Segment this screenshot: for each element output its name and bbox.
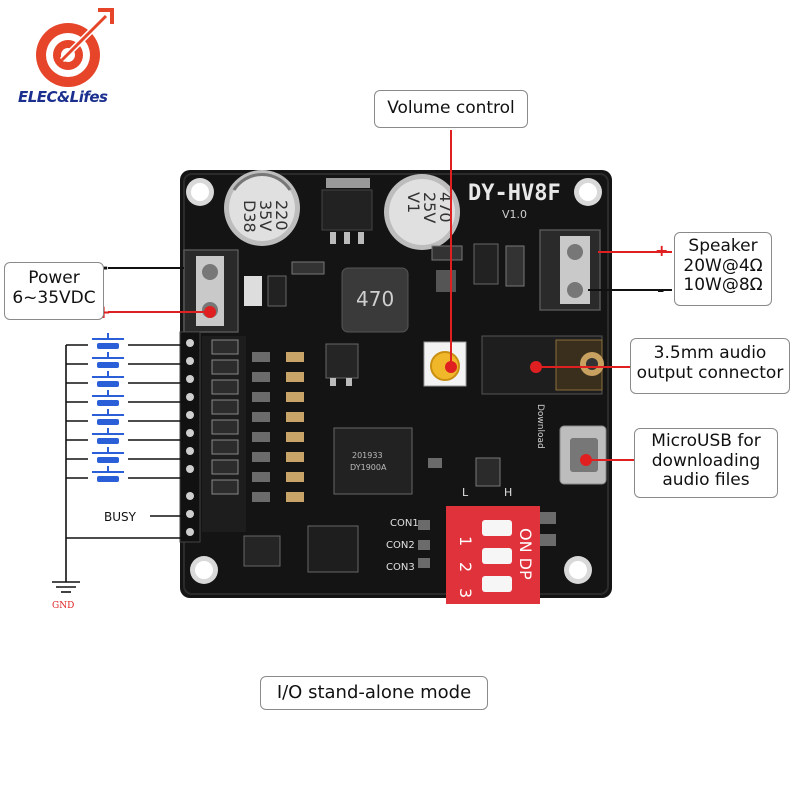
mode-label: I/O stand-alone mode (276, 682, 472, 703)
dip-switch[interactable]: 1 2 3 ON DP (446, 506, 540, 604)
power-terminal (183, 249, 239, 333)
main-chip-name: DY1900A (350, 463, 387, 472)
resistor-array (211, 339, 304, 502)
power-voltage-label: 6~35VDC (12, 287, 96, 308)
speaker-plus-sign: + (655, 241, 668, 260)
speaker-8ohm-label: 10W@8Ω (683, 275, 763, 296)
speaker-4ohm-label: 20W@4Ω (683, 255, 763, 276)
push-button (92, 428, 124, 444)
push-button (92, 333, 124, 349)
leader-lines (108, 130, 672, 466)
ground-icon (52, 581, 80, 593)
con1-label: CON1 (390, 518, 419, 529)
volume-control-label: Volume control (387, 98, 515, 118)
con3-label: CON3 (386, 562, 415, 573)
brand-name: ELEC&Lifes (18, 88, 108, 106)
dip-switch-3: 3 (456, 588, 475, 598)
audio-jack (481, 335, 604, 395)
inductor-label: 470 (356, 287, 394, 311)
dip-switch-1: 1 (456, 536, 475, 546)
cap-left-line-1: 220 (272, 200, 291, 231)
brand-logo-icon (36, 8, 114, 87)
power-minus-sign: - (100, 255, 108, 279)
capacitor-right: 470 25V V1 (384, 174, 460, 250)
regulator-chip (321, 178, 373, 244)
volume-potentiometer (423, 341, 467, 387)
smd-components (244, 243, 525, 307)
usb-download-label: Download (535, 404, 545, 449)
dip-switch-2: 2 (456, 562, 475, 572)
dip-low-label: L (462, 486, 469, 499)
push-button (92, 371, 124, 387)
inductor: 470 (341, 267, 409, 333)
speaker-terminal (539, 229, 601, 311)
dip-high-label: H (504, 486, 512, 499)
audio-output-callout: 3.5mm audio output connector (630, 338, 790, 394)
mounting-holes (186, 178, 602, 584)
board-version: V1.0 (502, 208, 527, 221)
speaker-minus-sign: - (657, 280, 664, 301)
pin-header (179, 331, 246, 543)
pcb-board: 220 35V D38 470 25V V1 DY-HV8F V1.0 (179, 170, 612, 604)
cap-left-line-2: 35V (256, 200, 275, 231)
busy-label: BUSY (104, 510, 137, 524)
volume-control-callout: Volume control (374, 90, 528, 128)
gnd-label: GND (52, 601, 74, 611)
main-chip-code: 201933 (352, 451, 383, 460)
power-label: Power (28, 268, 80, 288)
push-button (92, 390, 124, 406)
cap-left-line-3: D38 (240, 200, 259, 233)
microusb-line-2: downloading (651, 450, 761, 471)
board-model: DY-HV8F (468, 181, 561, 206)
microusb-line-3: audio files (662, 470, 750, 491)
microusb-line-1: MicroUSB for (651, 431, 761, 451)
io-wiring (65, 344, 186, 582)
dip-on-label: ON DP (516, 528, 535, 580)
speaker-label: Speaker (688, 236, 758, 256)
cap-right-line-2: 25V (420, 192, 439, 223)
push-button (92, 409, 124, 425)
capacitor-left: 220 35V D38 (224, 170, 300, 246)
main-chip: 201933 DY1900A (333, 427, 413, 495)
power-callout: Power 6~35VDC (4, 262, 104, 320)
microusb-callout: MicroUSB for downloading audio files (634, 428, 778, 498)
con2-label: CON2 (386, 540, 415, 551)
bottom-components (243, 457, 556, 573)
transistor (325, 343, 359, 386)
push-button (92, 352, 124, 368)
cap-right-line-3: V1 (404, 192, 423, 213)
speaker-callout: Speaker 20W@4Ω 10W@8Ω (674, 232, 772, 306)
push-buttons (92, 333, 124, 482)
audio-output-line-2: output connector (636, 362, 784, 383)
push-button (92, 466, 124, 482)
mode-callout: I/O stand-alone mode (260, 676, 488, 710)
push-button (92, 447, 124, 463)
audio-output-line-1: 3.5mm audio (653, 343, 767, 363)
